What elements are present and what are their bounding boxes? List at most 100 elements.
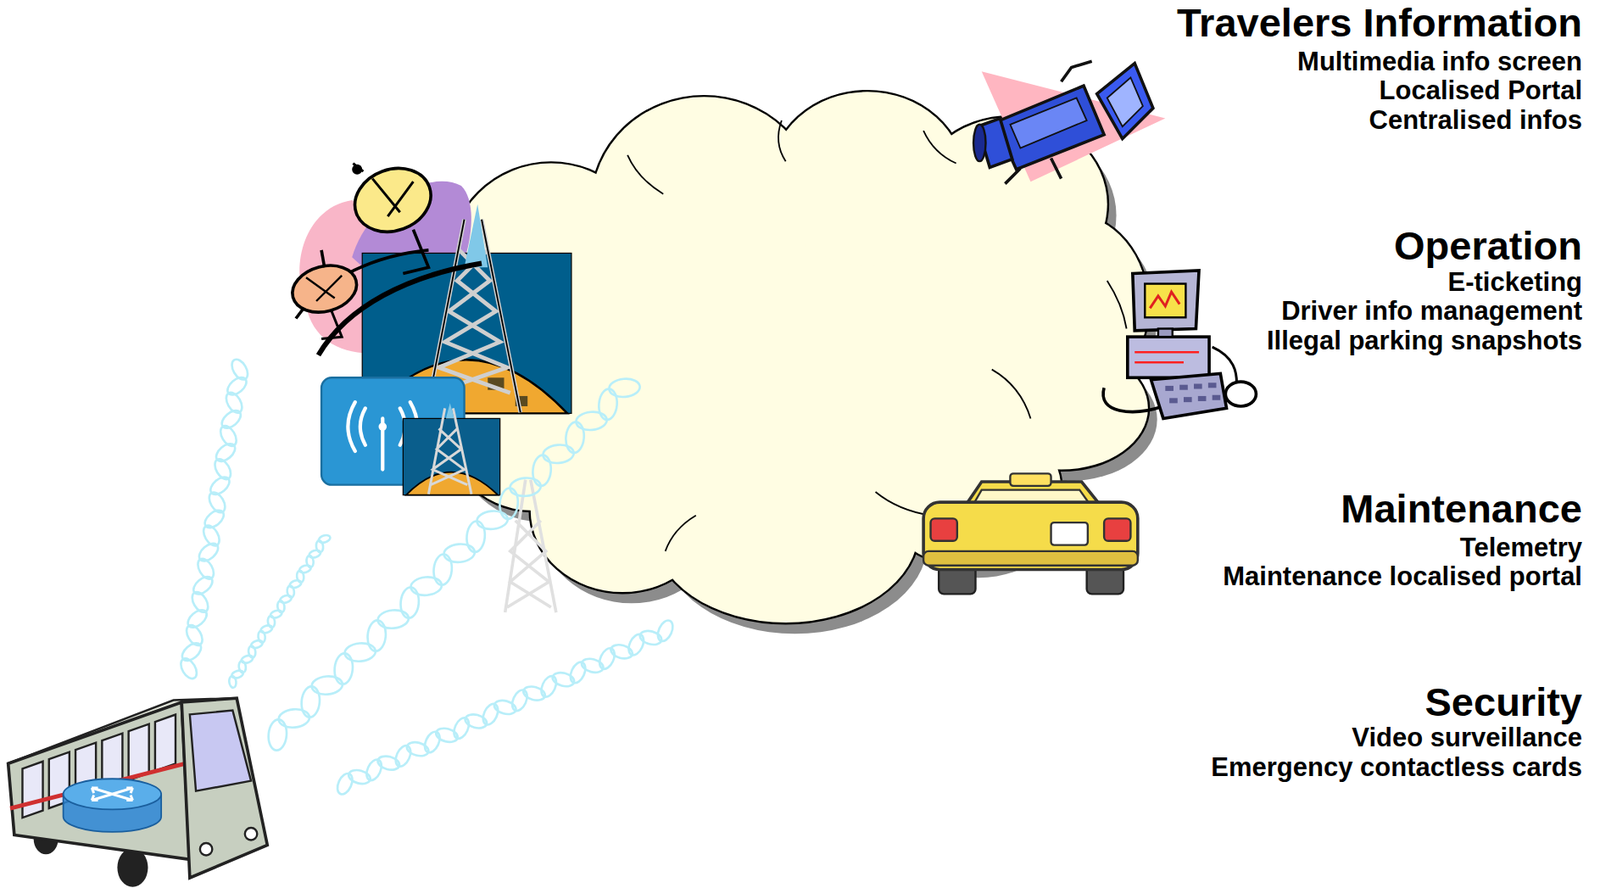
illustration-part [481,219,521,413]
wave-loop [567,659,589,686]
wave-loop [267,718,288,751]
wave-loop [509,687,531,714]
wave-loop [307,548,322,559]
antenna-cluster-part [287,258,363,319]
video-camera-icon-part [973,124,986,162]
wave-loop [269,608,284,619]
bus-icon-part [181,697,268,878]
wave-loop [317,534,332,545]
video-camera-icon-part [1107,77,1143,127]
illustration-part [1193,383,1203,389]
bus-icon-part [63,778,162,809]
section-heading: Maintenance [1340,488,1583,529]
antenna-cluster-part [321,250,325,268]
taxi-icon-part [923,501,1138,569]
computer-icon-part [1158,328,1173,338]
wave-loop [607,377,641,398]
wave-loop [240,653,255,664]
feature-item: Maintenance localised portal [1222,563,1583,590]
wave-loop [531,454,552,487]
antenna-cluster [287,157,572,613]
wireless-waves [178,356,676,798]
taxi-icon-part [1009,473,1051,486]
wave-loop [410,575,443,597]
illustration-part [91,787,133,800]
wave-loop [509,476,542,497]
wave-loop [451,715,473,742]
video-camera-icon-part [1009,98,1087,149]
wave-loop [498,487,519,520]
feature-item: Video surveillance [1351,724,1583,751]
wave-loop [344,641,377,663]
feature-item: Illegal parking snapshots [1266,327,1583,354]
wave-chain [178,356,251,682]
bus-icon [8,697,268,887]
illustration-part [360,407,366,445]
computer-icon-part [1165,382,1221,403]
section-heading: Travelers Information [1176,2,1583,43]
wave-loop [230,668,245,680]
computer-icon-part [1134,351,1199,363]
video-camera-icon-part [1061,61,1093,82]
wave-loop [476,509,509,530]
wave-loop [259,624,274,635]
taxi-icon-part [923,551,1138,566]
cloud-inner-arcs-part [1107,280,1127,329]
wave-loop [228,356,251,383]
feature-item: Telemetry [1460,534,1583,561]
illustration-part [1169,397,1178,403]
illustration-part [1183,396,1193,402]
taxi-icon-part [1103,518,1131,541]
wave-loop [298,563,313,575]
video-camera-icon-part [1004,158,1061,184]
antenna-cluster-part [402,229,429,274]
wave-loop [564,421,586,454]
computer-icon-part [1127,336,1210,378]
section-heading: Operation [1393,225,1583,266]
wave-loop [289,579,303,590]
bus-icon-part [8,702,190,859]
taxi-icon-part [931,518,958,541]
computer-icon-part [1144,284,1186,318]
bus-icon-part [200,842,212,855]
wave-loop [479,701,502,727]
bus-icon-part [91,787,133,800]
video-camera-icon [973,61,1166,184]
computer-icon-part [1212,346,1238,384]
antenna-cluster-part [505,479,557,613]
illustration-part [428,407,472,494]
antenna-cluster-part [464,204,489,268]
illustration-part [91,787,133,800]
feature-item: Centralised infos [1369,106,1584,134]
antenna-cluster-part [428,407,472,494]
cloud-inner-arcs [627,120,1127,552]
wave-chain [267,377,641,751]
illustration-part [91,787,133,800]
wave-loop [278,593,293,604]
wave-loop [300,685,321,718]
wave-loop [422,729,444,755]
wave-loop [443,542,476,564]
wave-loop [334,770,356,797]
computer-icon-part [1132,270,1199,331]
feature-item: Emergency contactless cards [1210,753,1583,781]
wave-loop [542,443,575,464]
wave-loop [654,618,676,644]
bus-window [22,761,43,818]
feature-item: Driver info management [1281,297,1583,324]
bus-icon-part [245,827,257,840]
wave-loop [574,410,608,431]
wave-loop [538,673,560,699]
illustration-part [1179,384,1188,391]
illustration-part [1198,395,1207,402]
wave-loop [250,639,264,650]
antenna-cluster-part [306,275,342,302]
wave-loop [597,388,619,421]
cloud-inner-arcs-part [665,515,697,552]
computer-icon-part [1149,291,1180,308]
wave-loop [625,631,647,658]
antenna-cluster-part [378,422,387,431]
computer-icon [1103,270,1256,419]
computer-icon-part [1225,381,1256,407]
